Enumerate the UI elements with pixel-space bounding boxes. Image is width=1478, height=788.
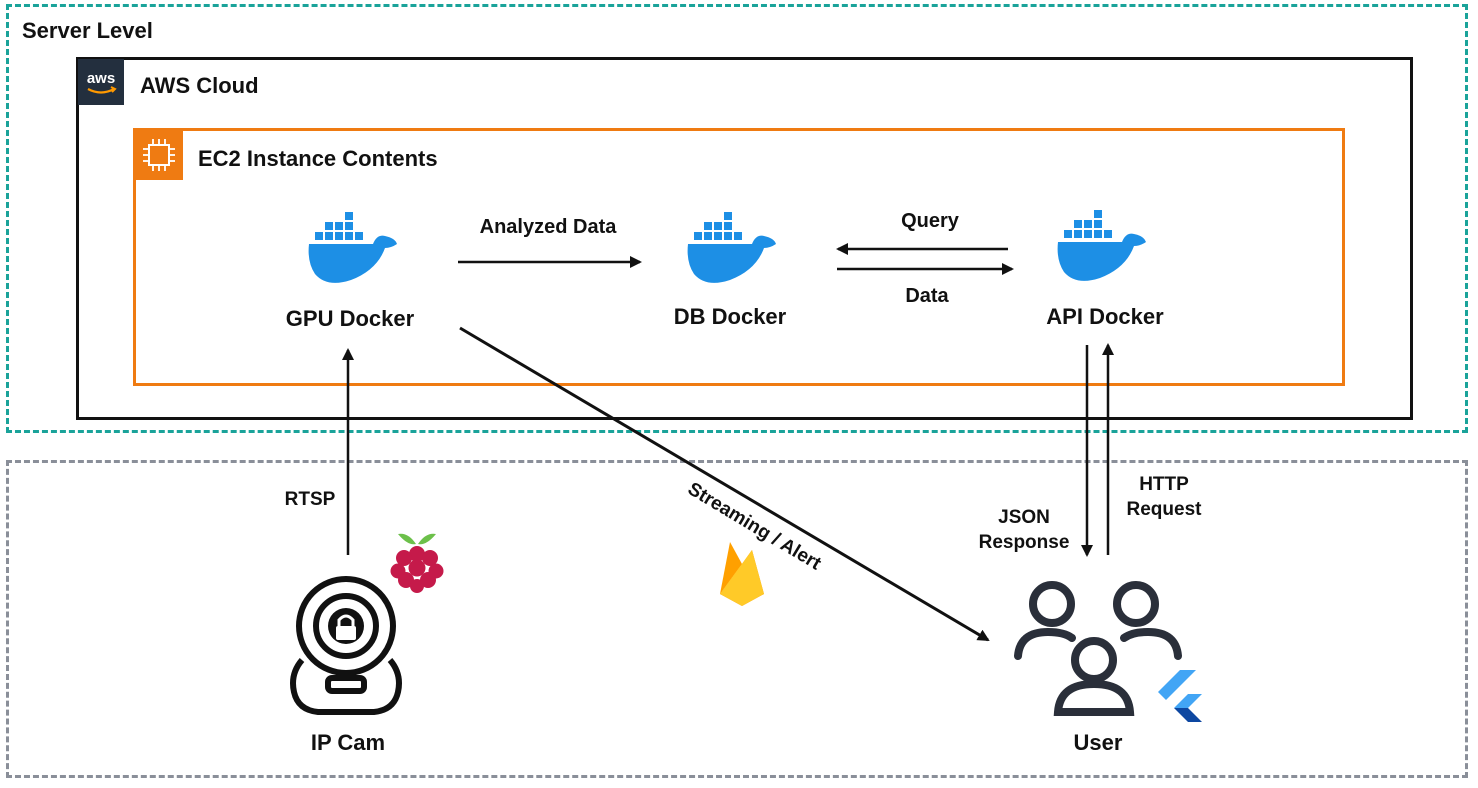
- docker-whale-icon: [1057, 210, 1146, 281]
- users-group-icon: [1014, 581, 1182, 716]
- analyzed-data-label: Analyzed Data: [479, 216, 617, 238]
- aws-cloud-box: [76, 57, 1413, 420]
- firebase-icon: [720, 542, 764, 606]
- arrow-streaming-alert: [459, 326, 990, 642]
- data-label: Data: [905, 285, 949, 307]
- json-response-line2: Response: [978, 532, 1070, 553]
- json-response-label: JSON Response: [968, 505, 1080, 555]
- flutter-icon: [1158, 670, 1202, 722]
- http-request-line2: Request: [1126, 499, 1202, 520]
- query-label: Query: [901, 210, 959, 232]
- client-zone: [6, 460, 1468, 778]
- docker-whale-icon: [308, 212, 397, 283]
- docker-whale-icon: [687, 212, 776, 283]
- raspberry-pi-icon: [390, 533, 444, 593]
- gpu-docker-label: GPU Docker: [285, 306, 415, 331]
- server-level-label: Server Level: [22, 18, 153, 43]
- http-request-label: HTTP Request: [1112, 472, 1216, 522]
- aws-logo-icon: aws: [78, 59, 124, 105]
- http-request-line1: HTTP: [1139, 474, 1189, 495]
- ec2-instance-label: EC2 Instance Contents: [198, 146, 438, 171]
- db-docker-label: DB Docker: [673, 304, 787, 329]
- ip-cam-label: IP Cam: [310, 730, 386, 755]
- user-label: User: [1073, 730, 1123, 755]
- ip-camera-icon: [290, 576, 402, 715]
- svg-text:aws: aws: [87, 70, 115, 87]
- server-level-zone: [6, 4, 1468, 433]
- rtsp-label: RTSP: [284, 489, 336, 510]
- aws-cloud-label: AWS Cloud: [140, 73, 259, 98]
- json-response-line1: JSON: [998, 507, 1050, 528]
- ec2-chip-icon: [135, 130, 183, 180]
- api-docker-label: API Docker: [1046, 304, 1164, 329]
- ec2-instance-box: [133, 128, 1345, 386]
